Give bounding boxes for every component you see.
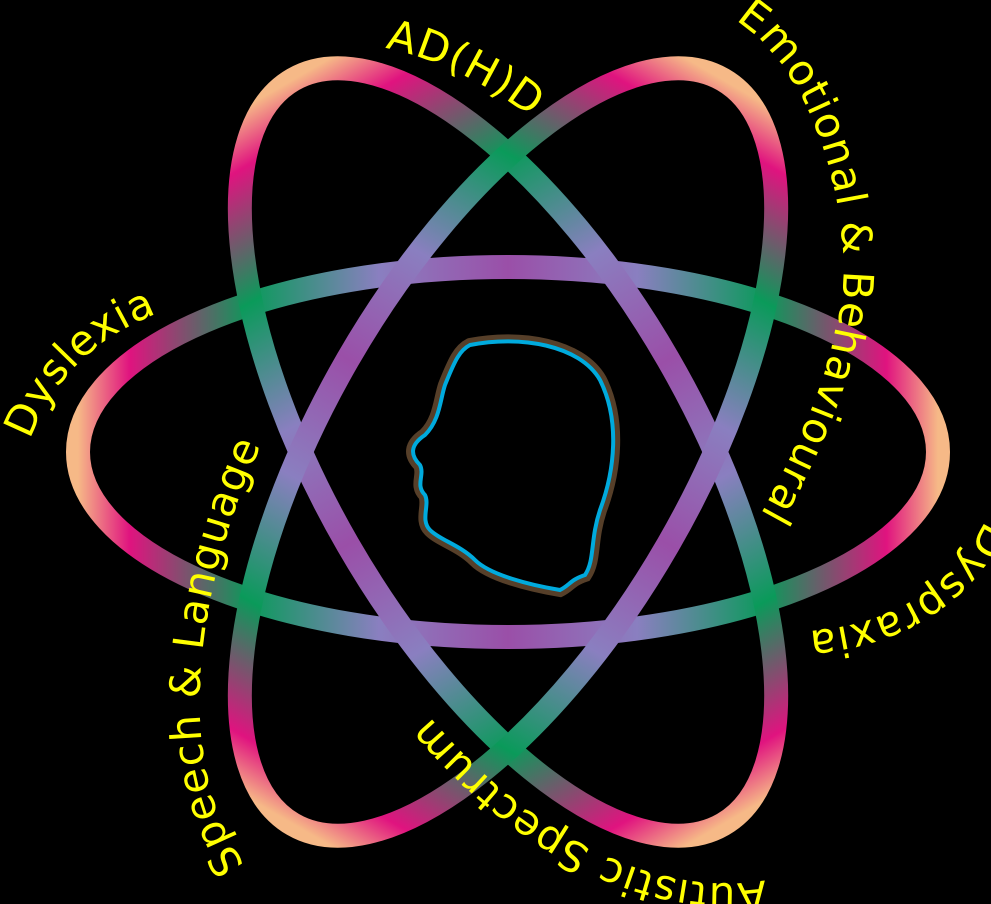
head-icon <box>413 341 613 590</box>
label-emotional-behavioural: Emotional & Behavioural <box>729 0 883 534</box>
